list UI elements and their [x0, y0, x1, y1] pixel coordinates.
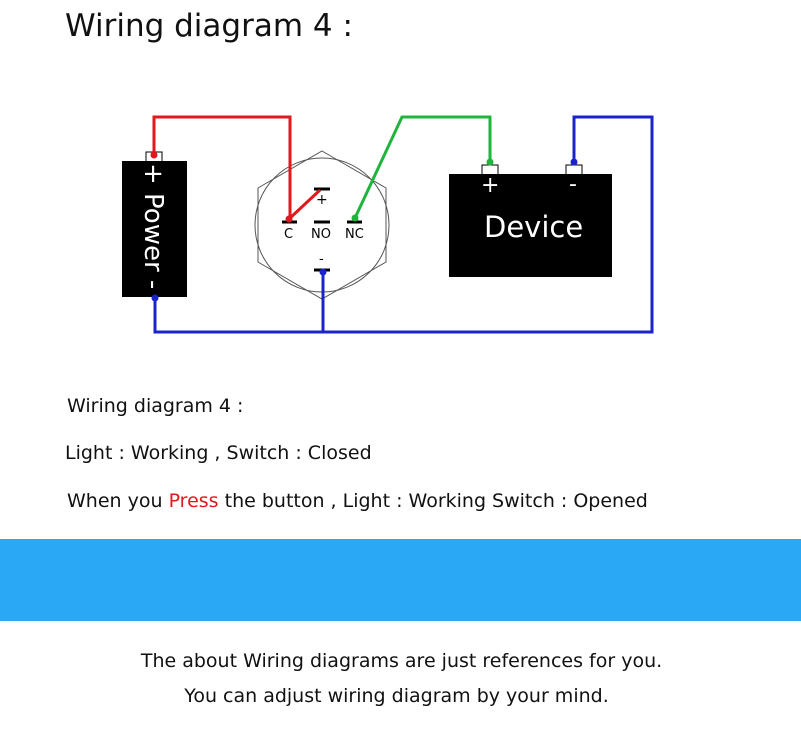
green-dot-nc: [351, 214, 359, 222]
green-dot-device: [486, 158, 494, 166]
line3-prefix: When you: [67, 490, 169, 512]
device-plus-label: +: [481, 173, 499, 198]
blue-band: [0, 539, 801, 621]
blue-dot-power: [151, 294, 159, 302]
terminal-plus-label: +: [316, 192, 328, 208]
note-line-1: The about Wiring diagrams are just refer…: [140, 650, 663, 672]
line3-suffix: the button , Light : Working Switch : Op…: [218, 490, 648, 512]
power-label: + Power -: [138, 163, 168, 289]
terminal-minus-label: -: [319, 252, 324, 267]
terminal-c-label: C: [284, 227, 293, 242]
red-wire: [152, 115, 292, 220]
wiring-diagram: + Power - + C NO NC - + - Device: [122, 115, 654, 334]
terminal-no-label: NO: [311, 227, 331, 242]
note-line-2: You can adjust wiring diagram by your mi…: [184, 685, 609, 707]
terminal-nc-label: NC: [345, 227, 364, 242]
blue-wire-device: [153, 115, 654, 334]
description-line-1: Wiring diagram 4 :: [67, 395, 244, 417]
device-block: [449, 174, 612, 277]
red-jumper: [287, 188, 322, 221]
press-highlight: Press: [168, 490, 219, 512]
device-label: Device: [484, 210, 583, 244]
page-title: Wiring diagram 4 :: [65, 8, 353, 44]
red-dot-power: [150, 151, 158, 159]
device-minus-label: -: [569, 172, 577, 197]
green-wire: [353, 115, 492, 219]
power-supply-block: [122, 161, 187, 297]
description-line-3: When you Press the button , Light : Work…: [67, 490, 648, 512]
description-line-2: Light : Working , Switch : Closed: [65, 442, 372, 464]
blue-dot-device: [570, 158, 578, 166]
blue-dot-switch: [319, 268, 327, 276]
red-dot-c: [285, 215, 293, 223]
